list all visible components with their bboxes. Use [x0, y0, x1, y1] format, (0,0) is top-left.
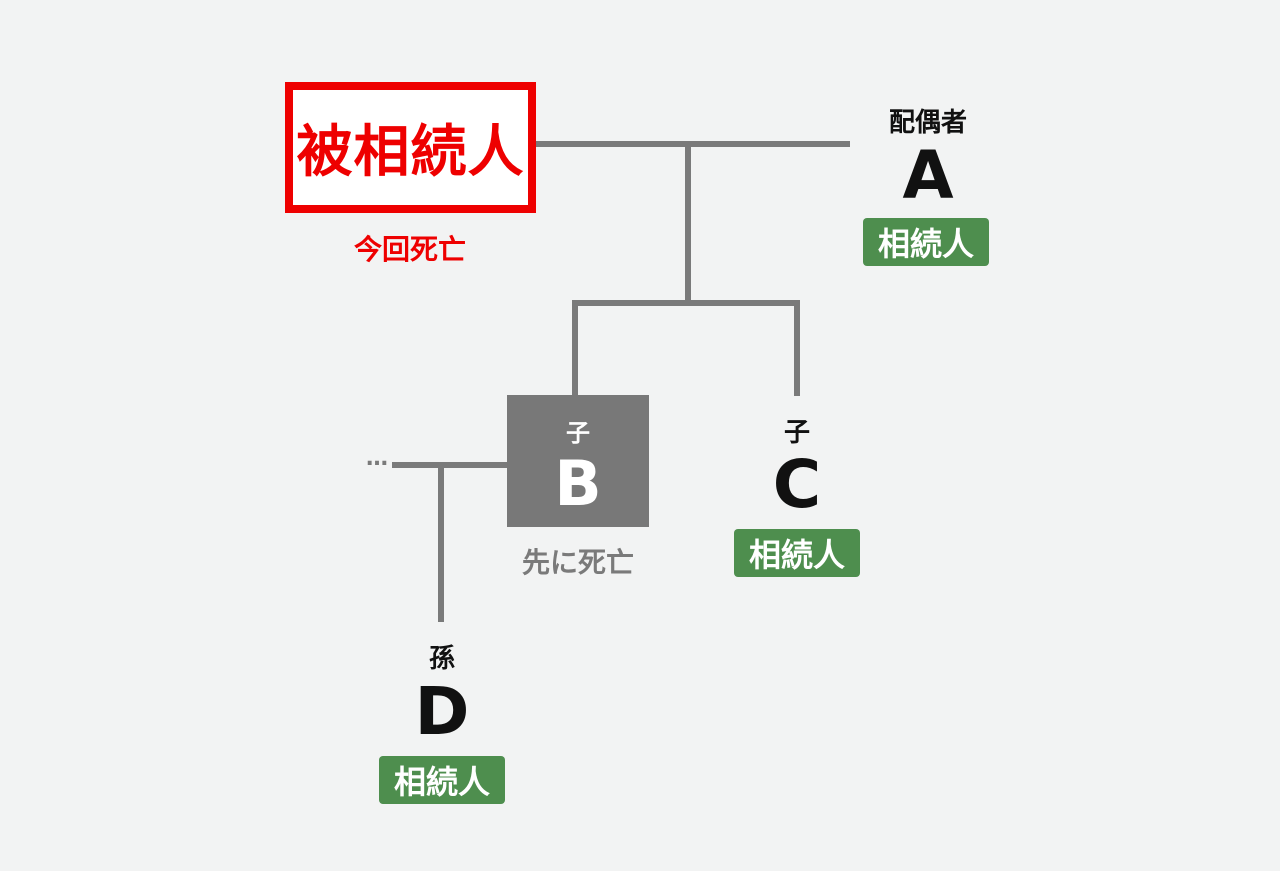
spouse-heir-badge: 相続人: [863, 218, 989, 266]
spouse-ellipsis: …: [366, 446, 388, 471]
child-c-letter: C: [772, 446, 822, 523]
child-c-heir-badge: 相続人: [734, 529, 860, 577]
child-b-box: 子 B: [507, 395, 649, 527]
children-bar: [572, 300, 800, 306]
grandchild-d-heir-badge: 相続人: [379, 756, 505, 804]
descent-line: [685, 144, 691, 305]
spouse-letter: A: [902, 137, 954, 214]
child-b-note: 先に死亡: [521, 546, 634, 579]
spouse-role: 配偶者: [888, 108, 967, 138]
child-b-role: 子: [566, 419, 590, 447]
child-c-link: [794, 300, 800, 396]
grandchild-d-letter: D: [414, 673, 470, 750]
child-c-role: 子: [783, 418, 810, 448]
decedent-box: 被相続人: [285, 82, 536, 213]
marriage-line: [536, 141, 850, 147]
child-b-link: [572, 300, 578, 396]
child-b-letter: B: [554, 447, 602, 520]
decedent-title: 被相続人: [296, 120, 525, 185]
decedent-note: 今回死亡: [353, 233, 466, 266]
b-marriage-line: [392, 462, 507, 468]
grandchild-link: [438, 462, 444, 622]
grandchild-d-role: 孫: [428, 644, 455, 674]
